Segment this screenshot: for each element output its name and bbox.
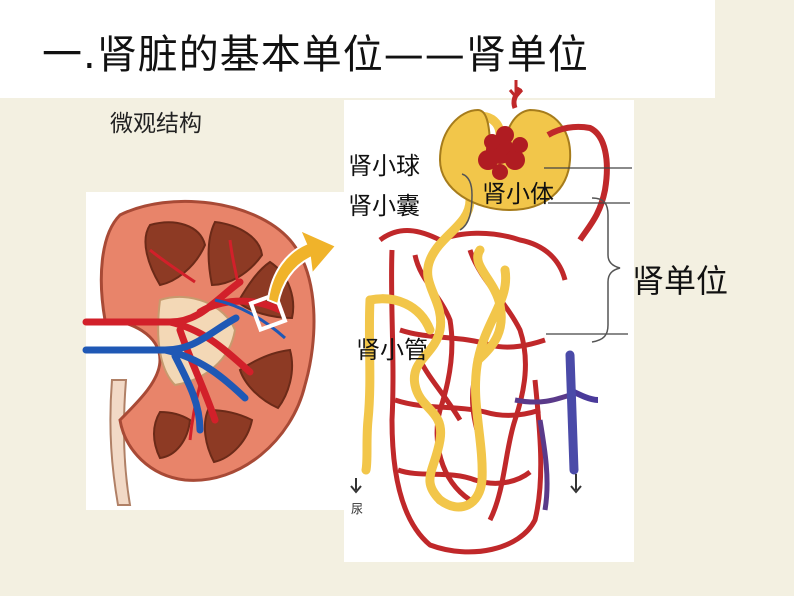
label-urine: 尿 [351,502,364,516]
label-glomerulus: 肾小球 [348,152,420,180]
kidney-illustration [82,199,338,506]
label-renal-capsule: 肾小囊 [348,192,420,220]
section-subtitle: 微观结构 [110,111,202,137]
title-band [0,0,715,98]
label-renal-tubule: 肾小管 [356,336,428,364]
label-renal-corpuscle: 肾小体 [482,180,554,208]
label-nephron: 肾单位 [632,262,729,300]
slide-title: 一.肾脏的基本单位——肾单位 [42,32,589,78]
nephron-illustration [350,80,632,555]
